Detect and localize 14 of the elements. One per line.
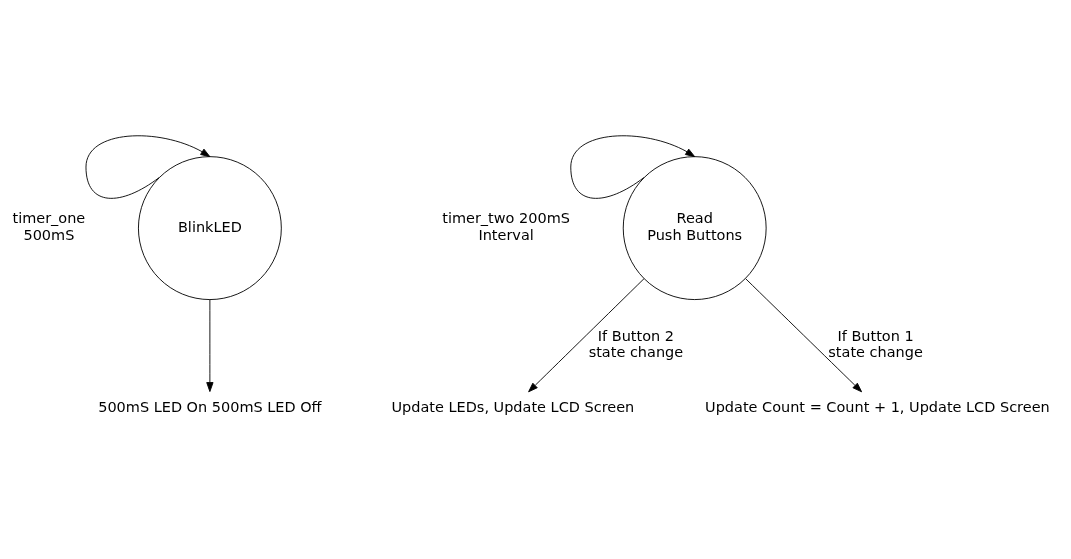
edge-label: timer_one 500mS (12, 209, 86, 243)
arrow (85, 134, 211, 199)
edge-label: timer_two 200mS Interval (442, 209, 570, 243)
node-circle: Read Push Buttons (622, 155, 767, 300)
edge-label: If Button 2 state change (588, 327, 684, 360)
arrow (570, 134, 696, 199)
arrow (528, 277, 645, 392)
node-text: Update Count = Count + 1, Update LCD Screen (705, 398, 1050, 415)
node-text: 500mS LED On 500mS LED Off (98, 398, 322, 415)
edge-label: If Button 1 state change (828, 327, 923, 360)
arrow (206, 298, 214, 392)
arrow (745, 277, 863, 392)
node-circle: BlinkLED (138, 155, 282, 300)
node-text: Update LEDs, Update LCD Screen (391, 398, 635, 415)
